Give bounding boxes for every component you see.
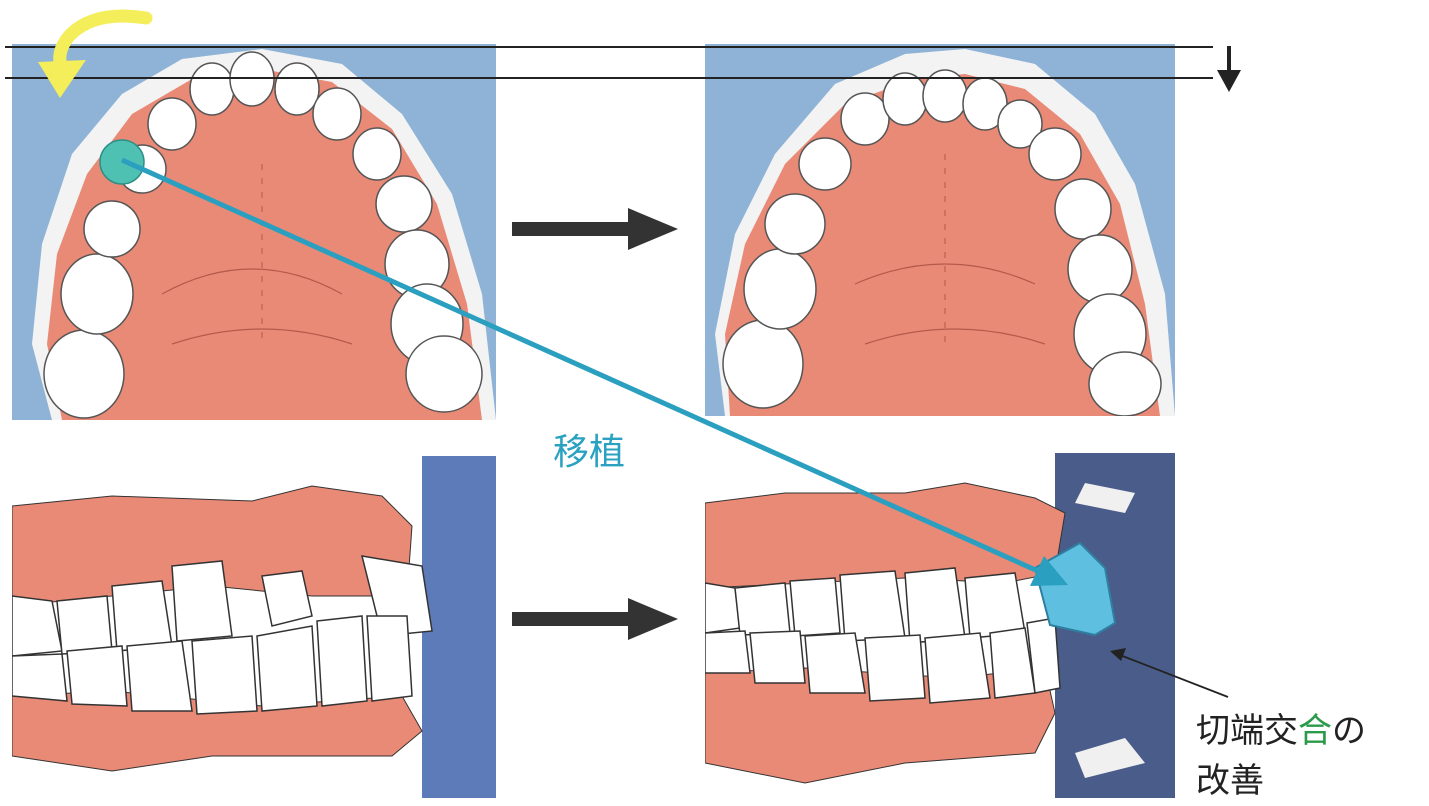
side-view-before-image (12, 456, 496, 798)
side-view-after-image (705, 453, 1175, 798)
upper-arch-before-image (12, 44, 496, 420)
edge-to-edge-occlusion-improvement-label: 切端交合の 改善 (1196, 706, 1366, 806)
transplant-label: 移植 (553, 423, 625, 475)
improvement-text-a: 切端交 (1196, 711, 1298, 751)
flow-arrow-upper (512, 208, 678, 250)
improvement-line-2: 改善 (1196, 756, 1366, 806)
improvement-text-green: 合 (1298, 711, 1332, 751)
upper-arch-after-image (705, 44, 1175, 416)
flow-arrow-lower (512, 598, 678, 640)
improvement-line-1: 切端交合の (1196, 706, 1366, 756)
down-arrow-icon (1217, 46, 1241, 92)
improvement-text-b: の (1332, 711, 1366, 751)
